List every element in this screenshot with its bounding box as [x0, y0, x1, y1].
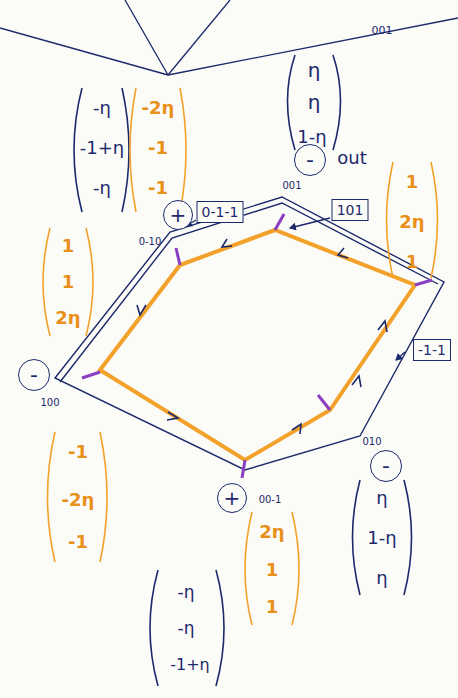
vertex-label: 001 [372, 25, 393, 36]
coordinate-box: -1-1 [413, 339, 451, 361]
sign-circle: - [370, 450, 402, 482]
coordinate-text: -1-1 [418, 343, 446, 357]
vector-brackets [43, 55, 438, 686]
vector-entry: η [308, 92, 321, 112]
vertex-label: 010 [362, 437, 381, 447]
sign-text: - [306, 149, 314, 171]
vector-entry: 1 [266, 561, 279, 579]
orange-cycle [100, 230, 415, 460]
sign-text: - [30, 364, 38, 386]
vector-entry: -1 [68, 443, 88, 461]
vertex-label: 001 [282, 181, 301, 191]
vector-entry: -1+η [80, 139, 124, 157]
vector-entry: -1 [148, 179, 168, 197]
vector-entry: η [376, 569, 387, 587]
coordinate-text: 101 [337, 203, 364, 217]
vector-entry: 2η [55, 309, 80, 327]
vertex-label: 100 [40, 398, 59, 408]
vector-entry: -η [93, 99, 111, 117]
vector-entry: 2η [259, 523, 284, 541]
vector-entry: -η [178, 584, 195, 601]
sign-circle: + [163, 200, 193, 230]
vertex-arrows [82, 214, 432, 478]
vector-entry: -1 [148, 139, 168, 157]
vector-entry: 1 [406, 253, 419, 271]
vector-entry: -2η [62, 491, 95, 509]
leader-arrow [396, 352, 405, 360]
vector-entry: out [337, 149, 366, 167]
vector-entry: -1+η [170, 657, 210, 673]
vector-entry: η [376, 489, 387, 507]
hexagon-outline [55, 197, 444, 470]
sign-text: + [224, 488, 241, 508]
sign-circle: - [18, 359, 50, 391]
sign-text: - [382, 455, 390, 477]
sign-text: + [170, 205, 187, 225]
vector-entry: -2η [142, 99, 175, 117]
vector-entry: 1-η [297, 128, 326, 146]
vector-entry: 1 [406, 173, 419, 191]
coordinate-text: 0-1-1 [202, 205, 239, 219]
coordinate-box: 101 [332, 199, 369, 221]
coordinate-box: 0-1-1 [197, 201, 244, 223]
leader-arrow [290, 218, 330, 228]
vector-entry: 1 [266, 598, 279, 616]
vector-entry: 1 [62, 273, 75, 291]
vector-entry: 1-η [367, 529, 396, 547]
sign-circle: + [217, 483, 247, 513]
vertex-label: 0-10 [139, 237, 162, 247]
vector-entry: 1 [62, 237, 75, 255]
vertex-label: 00-1 [259, 495, 282, 505]
vector-entry: -η [178, 620, 195, 637]
vector-entry: -1 [68, 533, 88, 551]
vector-entry: η [308, 60, 321, 80]
vector-entry: 2η [399, 213, 424, 231]
top-lines [0, 0, 458, 75]
sign-circle: - [294, 144, 326, 176]
vector-entry: -η [93, 179, 111, 197]
